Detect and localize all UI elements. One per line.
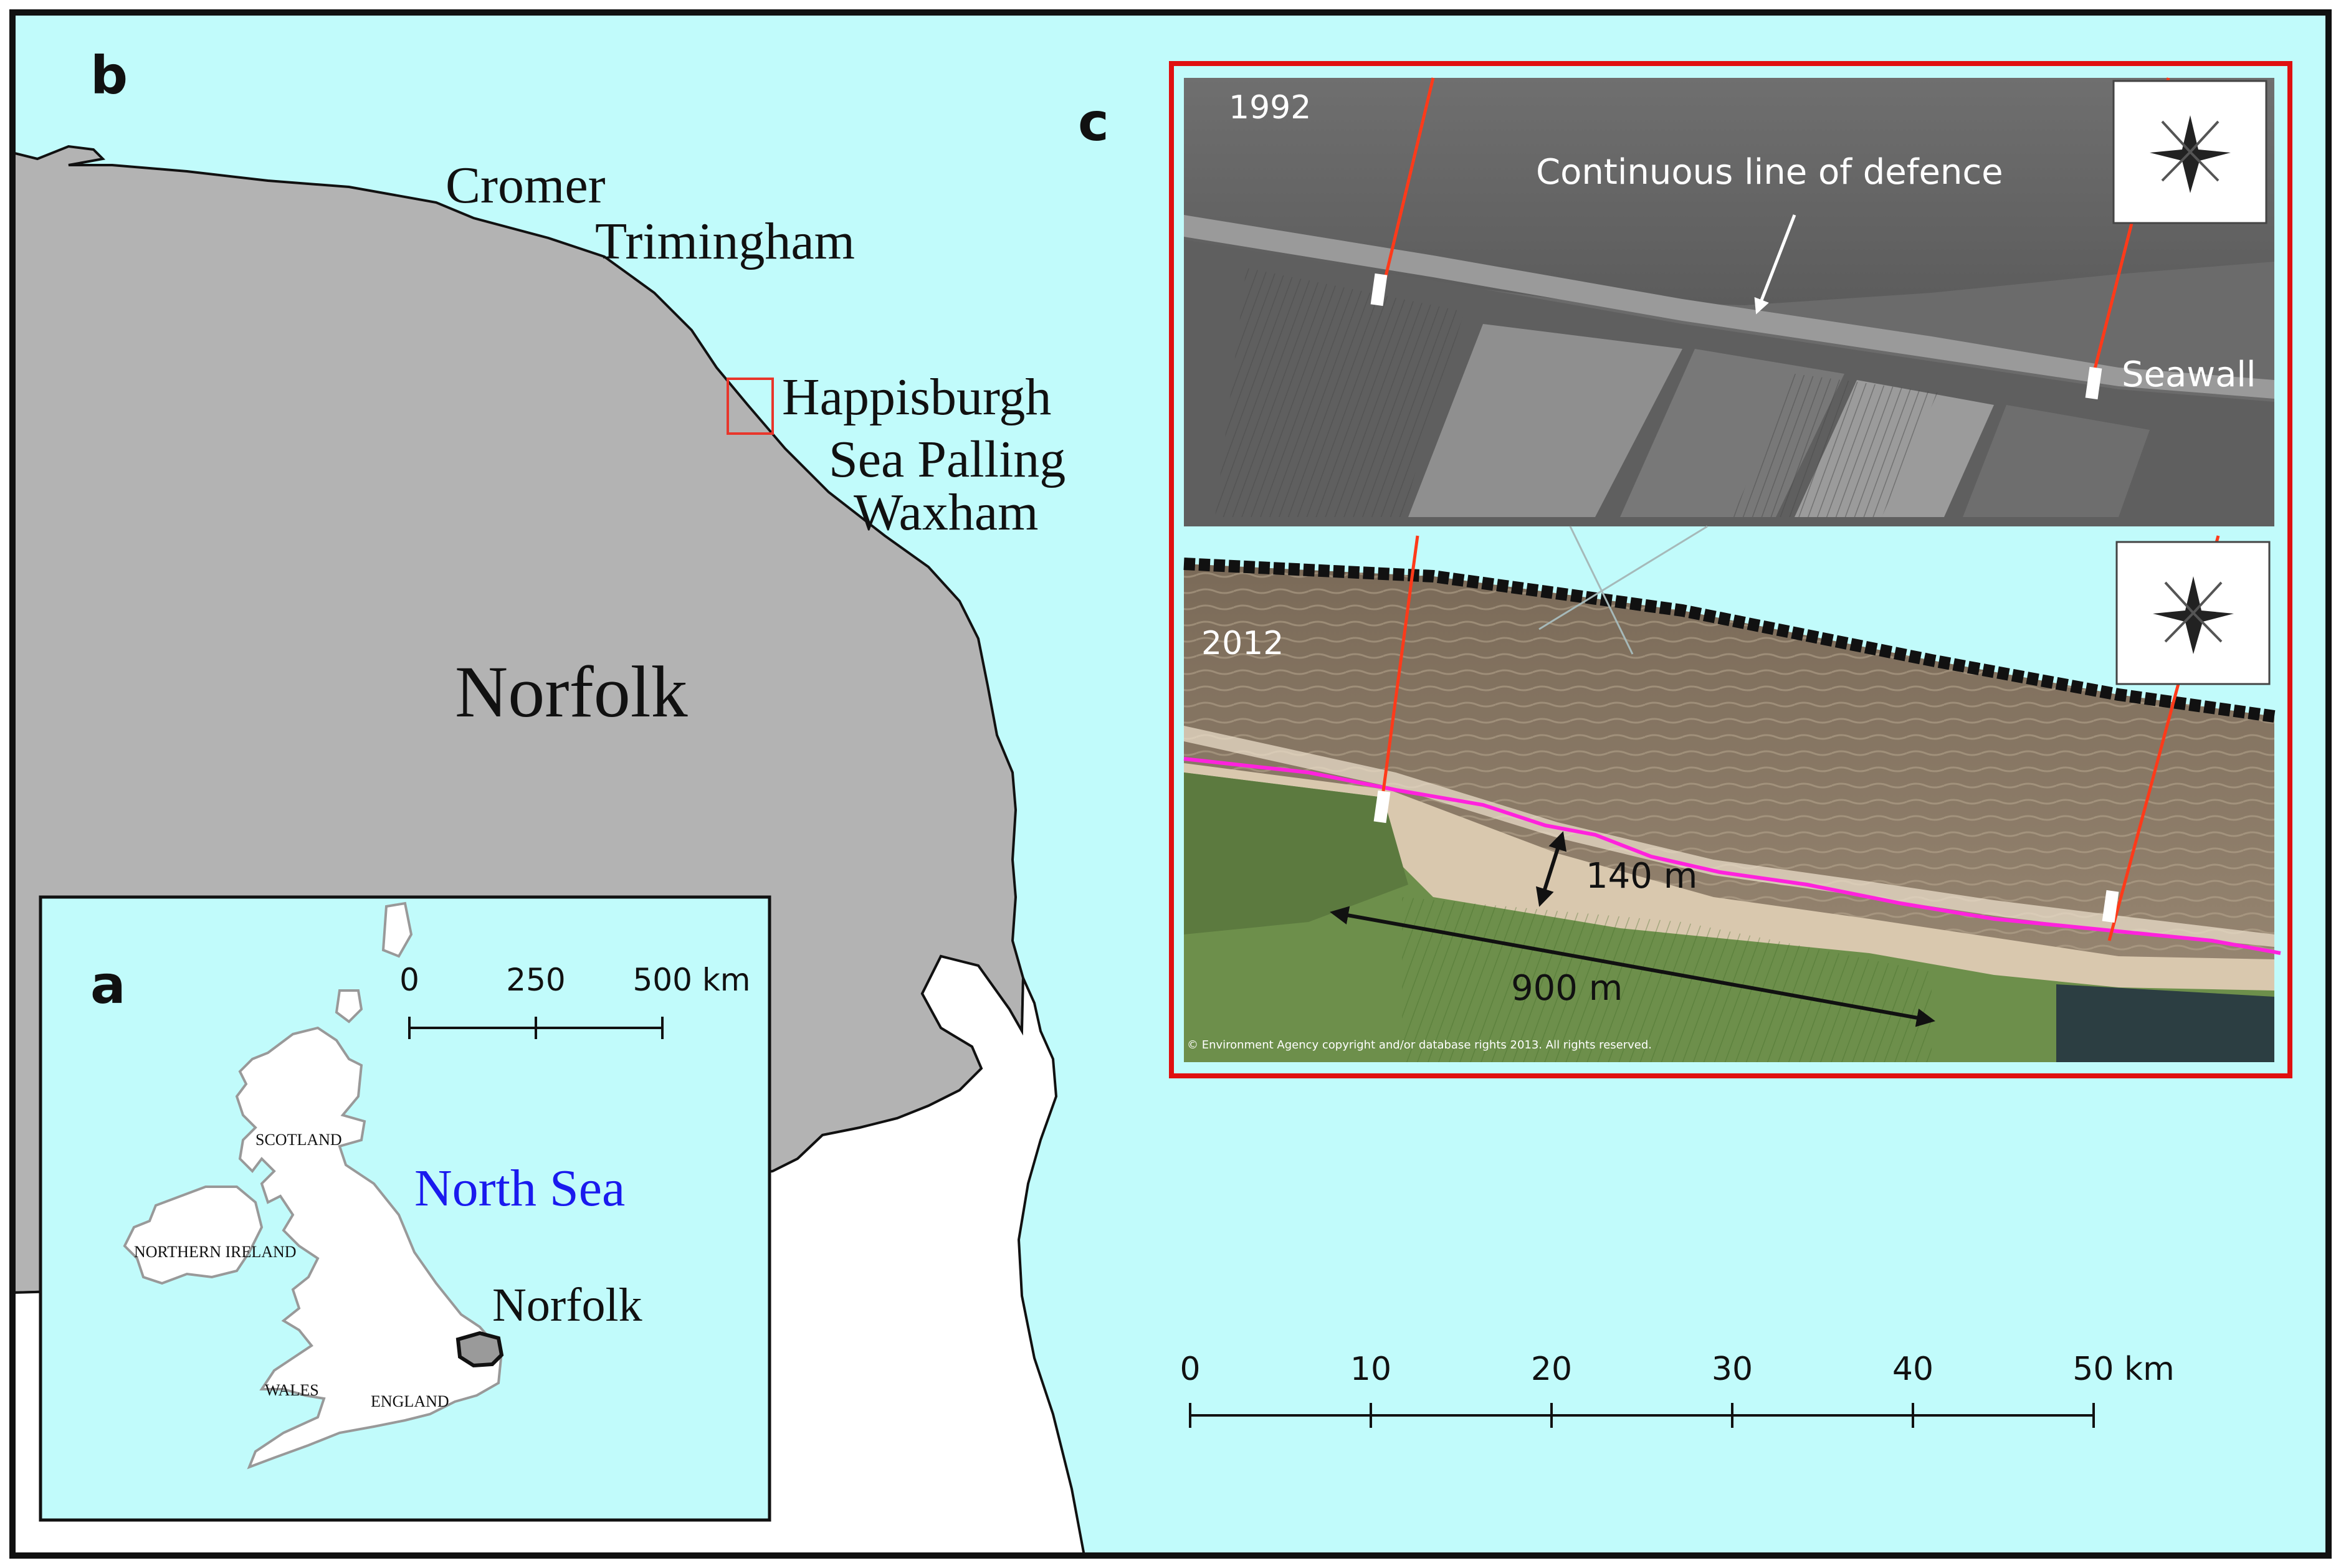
distance-label-140m: 140 m <box>1586 856 1697 896</box>
inset-wales-label: WALES <box>265 1381 319 1399</box>
place-label-waxham: Waxham <box>854 483 1038 541</box>
study-area-box <box>727 378 774 435</box>
main-scale-tick-label: 20 <box>1531 1351 1572 1388</box>
inset-england-label: ENGLAND <box>371 1392 449 1410</box>
distance-label-900m: 900 m <box>1511 968 1623 1009</box>
copyright-notice: © Environment Agency copyright and/or da… <box>1187 1038 1652 1052</box>
year-label-1992: 1992 <box>1229 89 1311 126</box>
ireland-outline <box>123 1186 264 1285</box>
seawall-annotation: Seawall <box>2122 354 2256 395</box>
inset-norfolk-label: Norfolk <box>492 1279 642 1331</box>
main-scale-tick-label: 10 <box>1350 1351 1391 1388</box>
panel-label-c: c <box>1078 92 1109 153</box>
panel-label-a: a <box>90 954 126 1015</box>
compass-icon <box>2112 80 2267 224</box>
inset-scale-bar: 0 250 500 km <box>399 962 751 1039</box>
panel-label-b: b <box>90 45 128 106</box>
place-label-happisburgh: Happisburgh <box>782 368 1051 426</box>
inset-scale-tick-0: 0 <box>399 962 419 998</box>
inset-northern-ireland-label: NORTHERN IRELAND <box>134 1243 297 1261</box>
distance-arrow-along <box>1330 906 1935 1027</box>
main-scale-tick-label: 40 <box>1892 1351 1933 1388</box>
aerial-comparison-panel: c 1992 Continuous line of defence Seawal… <box>1078 61 2292 1078</box>
shoreline-2012 <box>1183 757 2281 955</box>
compass-icon <box>2115 541 2271 685</box>
distance-arrow-cross <box>1535 831 1567 907</box>
great-britain-outline <box>235 901 503 1470</box>
aerial-photo-2012: 140 m 900 m 2012 © Environment Agency co… <box>1183 535 2281 1062</box>
inset-scale-tick-500: 500 km <box>633 962 751 998</box>
main-scale-bar: 0 10 20 30 40 50 km <box>1180 1351 2175 1428</box>
inset-norfolk <box>455 1331 504 1368</box>
inset-scotland-label: SCOTLAND <box>255 1131 342 1149</box>
defence-annotation: Continuous line of defence <box>1536 152 2003 192</box>
year-label-2012: 2012 <box>1201 625 1284 662</box>
main-scale-tick-label: 30 <box>1712 1351 1753 1388</box>
main-scale-tick-label: 0 <box>1180 1351 1200 1388</box>
place-label-sea-palling: Sea Palling <box>829 430 1066 488</box>
aerial-photo-1992: 1992 Continuous line of defence Seawall <box>1184 77 2274 526</box>
place-label-norfolk: Norfolk <box>455 651 688 733</box>
place-label-cromer: Cromer <box>446 156 606 214</box>
inset-sea-label: North Sea <box>414 1159 625 1217</box>
main-scale-tick-label: 50 km <box>2072 1351 2174 1388</box>
debris-line-2012 <box>1183 558 2276 723</box>
uk-inset: a SCOTLAND NORTHERN IRELAND WALES ENGLAN… <box>39 895 771 1522</box>
place-label-trimingham: Trimingham <box>595 212 855 270</box>
inset-scale-tick-250: 250 <box>506 962 565 998</box>
figure-frame <box>9 9 2332 1559</box>
